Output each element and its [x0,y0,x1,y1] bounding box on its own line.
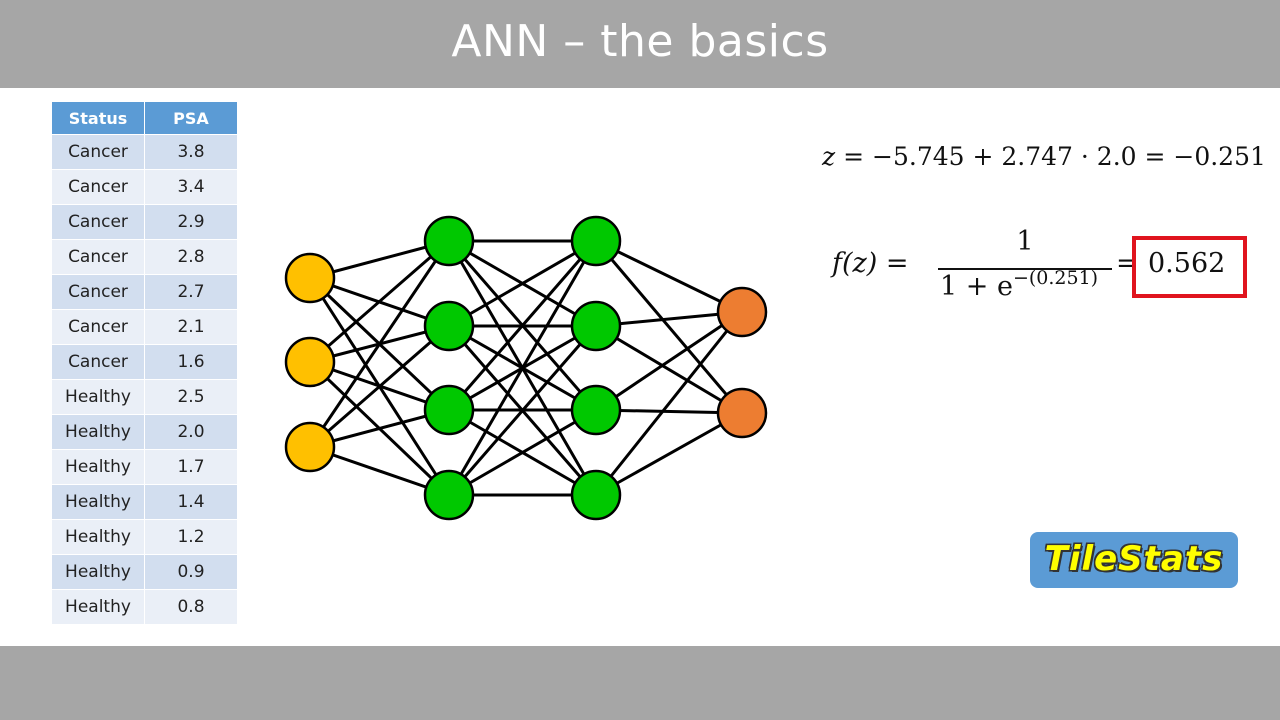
input-node [284,336,336,388]
network-edge [595,239,743,314]
fraction-bar [938,268,1112,270]
fraction-denominator: 1 + e−(0.251) [940,267,1098,302]
network-edge [447,325,598,496]
output-node [716,286,768,338]
title-bar: ANN – the basics [0,0,1280,88]
status-cell: Healthy [51,449,145,485]
network-edge [448,239,597,328]
psa-header: PSA [144,101,238,135]
network-edge [308,240,451,448]
network-edge [595,324,743,415]
status-cell: Cancer [51,274,145,310]
hidden-node [423,300,475,352]
psa-cell: 2.7 [144,274,238,310]
hidden-node [570,384,622,436]
z-equation: z = −5.745 + 2.747 · 2.0 = −0.251 [822,142,1266,171]
status-cell: Healthy [51,484,145,520]
psa-cell: 2.1 [144,309,238,345]
z-variable: z [822,142,836,171]
status-cell: Cancer [51,344,145,380]
network-edge [309,324,450,449]
status-cell: Healthy [51,414,145,450]
status-cell: Healthy [51,589,145,625]
hidden-node [570,469,622,521]
status-cell: Cancer [51,309,145,345]
status-cell: Healthy [51,519,145,555]
slide-title: ANN – the basics [451,16,829,67]
footer-bar [0,646,1280,720]
tilestats-logo: TileStats [1030,532,1238,588]
hidden-node [570,300,622,352]
status-cell: Healthy [51,379,145,415]
sigmoid-lhs: f(z) = [832,248,909,279]
sigmoid-result: 0.562 [1148,248,1226,279]
neural-network-diagram [284,215,768,521]
psa-cell: 1.7 [144,449,238,485]
network-edge [447,240,598,496]
input-node [284,421,336,473]
hidden-node [423,469,475,521]
psa-cell: 1.2 [144,519,238,555]
z-equation-rhs: = −5.745 + 2.747 · 2.0 = −0.251 [843,142,1266,171]
psa-cell: 1.6 [144,344,238,380]
status-cell: Cancer [51,134,145,170]
network-edge [447,240,598,411]
table-header-row: Status PSA [51,101,238,135]
psa-cell: 3.4 [144,169,238,205]
status-cell: Cancer [51,239,145,275]
status-cell: Cancer [51,204,145,240]
network-edge [595,310,743,412]
psa-cell: 2.8 [144,239,238,275]
result-highlight-box [1132,236,1247,298]
logo-text: TileStats [1044,539,1224,579]
network-edge [594,311,744,496]
denominator-base: 1 + e [940,271,1013,302]
hidden-node [570,215,622,267]
status-cell: Healthy [51,554,145,590]
network-edge [448,408,597,497]
fraction-numerator: 1 [1016,226,1034,257]
output-node [716,387,768,439]
network-edge [595,411,743,497]
network-edge [309,239,450,364]
sigmoid-fraction: 1 1 + e−(0.251) [936,226,1114,304]
input-node [284,252,336,304]
hidden-node [423,384,475,436]
network-edge [594,240,744,414]
psa-cell: 2.5 [144,379,238,415]
denominator-exponent: −(0.251) [1012,267,1099,289]
psa-cell: 3.8 [144,134,238,170]
status-header: Status [51,101,145,135]
sigmoid-equation: f(z) = 1 1 + e−(0.251) = [832,226,1272,306]
psa-cell: 1.4 [144,484,238,520]
network-nodes [284,215,768,521]
psa-cell: 2.0 [144,414,238,450]
psa-cell: 0.8 [144,589,238,625]
psa-cell: 0.9 [144,554,238,590]
status-cell: Cancer [51,169,145,205]
hidden-node [423,215,475,267]
psa-cell: 2.9 [144,204,238,240]
network-edges [308,239,744,497]
